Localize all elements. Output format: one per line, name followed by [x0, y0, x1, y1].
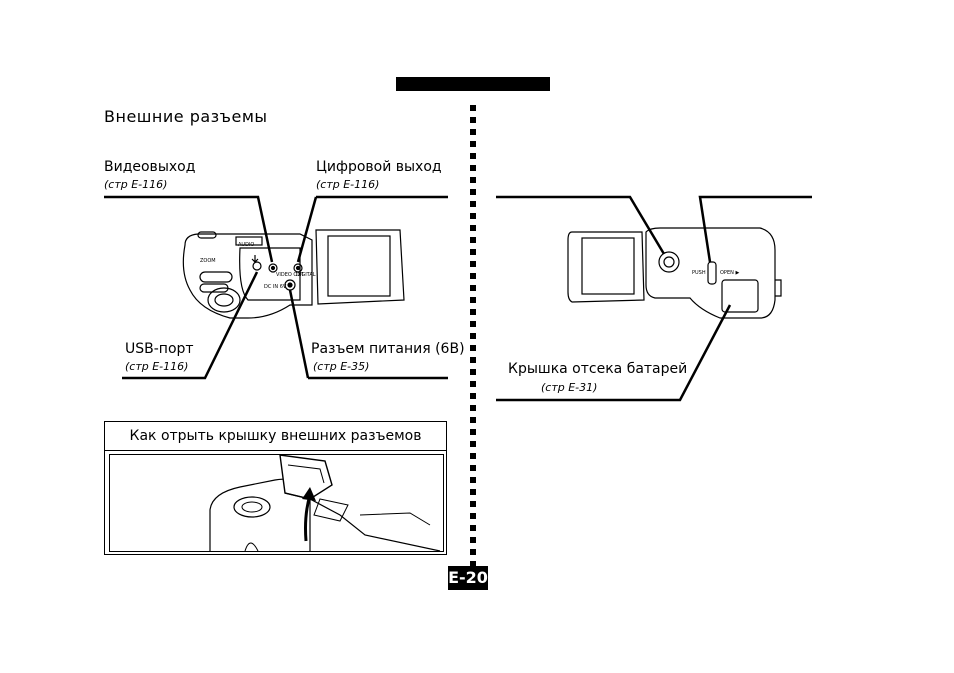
svg-text:DC IN 6V: DC IN 6V: [264, 284, 287, 290]
right-leader-lines: [496, 197, 812, 400]
svg-text:ZOOM: ZOOM: [200, 258, 216, 264]
svg-text:DIGITAL: DIGITAL: [296, 272, 316, 278]
svg-text:AUDIO: AUDIO: [238, 242, 254, 248]
right-camera-drawing: [568, 228, 781, 318]
svg-text:OPEN ▶: OPEN ▶: [720, 270, 739, 276]
svg-text:PUSH: PUSH: [692, 270, 706, 276]
